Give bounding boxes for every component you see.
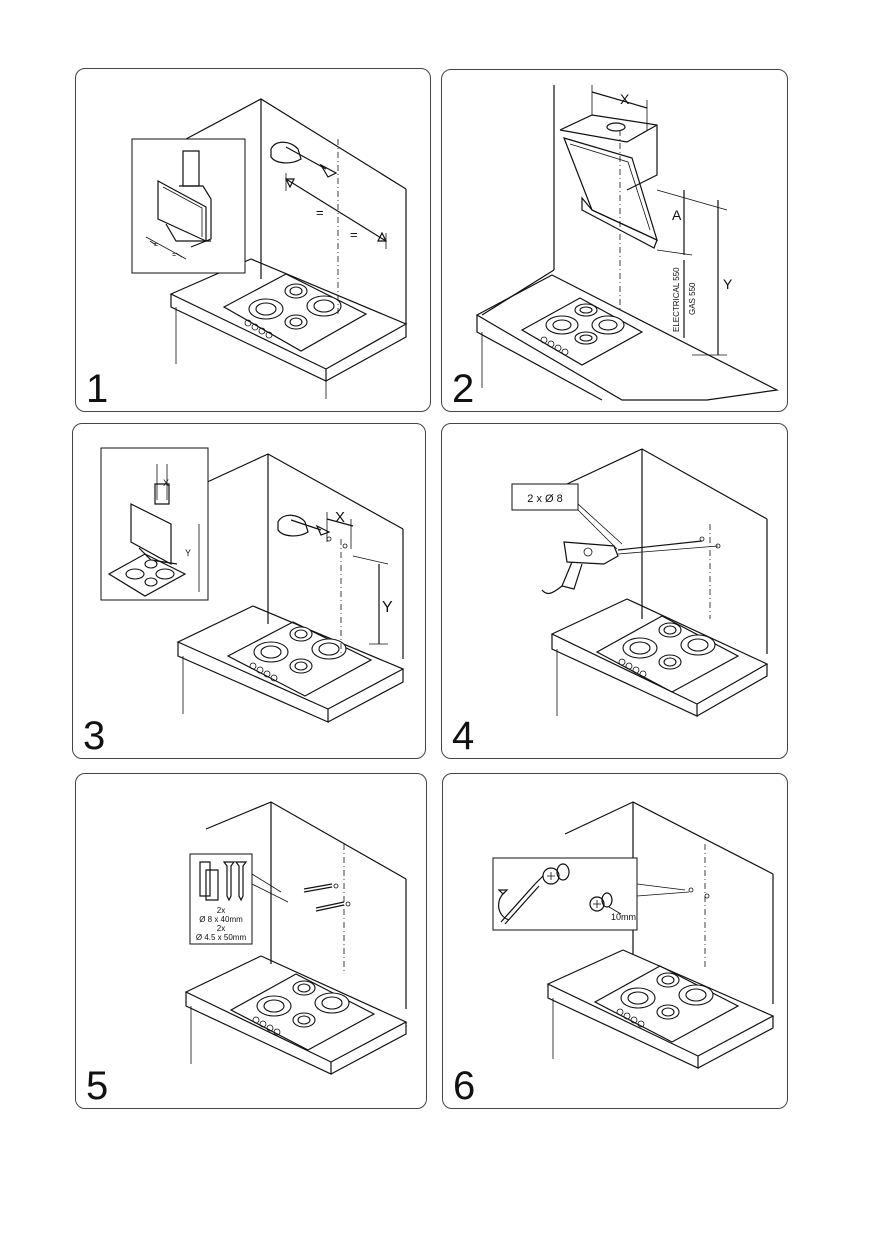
dimension-x-label: X [335, 509, 345, 526]
step-2-illustration: X A Y ELECTRICAL 550 GAS 550 [475, 85, 779, 401]
plug-size: Ø 8 x 40mm [199, 915, 243, 924]
svg-text:=: = [154, 242, 158, 249]
step-5-panel: 2x Ø 8 x 40mm 2x Ø 4.5 x 50mm 5 [75, 773, 427, 1109]
step-3-illustration: X Y X Y [100, 447, 405, 723]
svg-text:=: = [172, 252, 176, 259]
inset-x-label: X [163, 478, 169, 488]
step-number: 5 [86, 1064, 109, 1108]
screw-size: Ø 4.5 x 50mm [196, 933, 247, 942]
gas-distance-label: GAS 550 [688, 282, 697, 315]
step-6-illustration: 10mm [492, 801, 775, 1069]
drill-bit-callout: 2 x Ø 8 [527, 493, 562, 505]
step-number: 4 [452, 714, 475, 758]
cooktop-icon [107, 553, 187, 597]
cooker-hood-icon: = = [145, 150, 212, 260]
step-number: 2 [452, 367, 475, 411]
step-5-illustration: 2x Ø 8 x 40mm 2x Ø 4.5 x 50mm [184, 801, 408, 1075]
step-2-panel: X A Y ELECTRICAL 550 GAS 550 2 [441, 69, 788, 412]
dimension-y-label: Y [723, 276, 733, 292]
step-6-panel: 10mm 6 [442, 773, 788, 1109]
dimension-a-label: A [672, 207, 682, 223]
cooktop-icon [595, 615, 740, 693]
step-4-panel: 2 x Ø 8 4 [441, 423, 788, 759]
cooktop-icon [593, 965, 740, 1043]
gap-dimension-label: 10mm [611, 912, 636, 922]
svg-text:=: = [316, 205, 324, 220]
inset-y-label: Y [185, 548, 191, 558]
cooktop-icon [222, 273, 368, 352]
power-drill-icon [541, 540, 719, 595]
hand-pencil-icon [270, 141, 338, 178]
step-number: 3 [83, 714, 106, 758]
plug-quantity: 2x [217, 906, 225, 915]
step-number: 6 [453, 1064, 476, 1108]
dimension-y-label: Y [382, 599, 393, 616]
screwdriver-icon [497, 875, 544, 925]
cooktop-icon [226, 621, 373, 697]
cooktop-icon [229, 973, 376, 1051]
step-1-panel: = = = = 1 [75, 68, 431, 412]
cooker-hood-icon [559, 114, 658, 249]
step-number: 1 [86, 367, 109, 411]
hand-pencil-icon [277, 514, 331, 537]
step-3-panel: X Y X Y 3 [72, 423, 426, 759]
screw-icon [542, 863, 622, 915]
step-4-illustration: 2 x Ø 8 [511, 448, 769, 717]
cooktop-icon [520, 297, 644, 366]
dimension-x-label: X [620, 91, 630, 107]
wall-plug-icon [199, 861, 219, 901]
svg-text:=: = [350, 227, 358, 242]
step-1-illustration: = = = = [131, 98, 408, 399]
screw-quantity: 2x [217, 924, 225, 933]
electrical-distance-label: ELECTRICAL 550 [672, 267, 681, 332]
screw-icon [222, 861, 248, 902]
